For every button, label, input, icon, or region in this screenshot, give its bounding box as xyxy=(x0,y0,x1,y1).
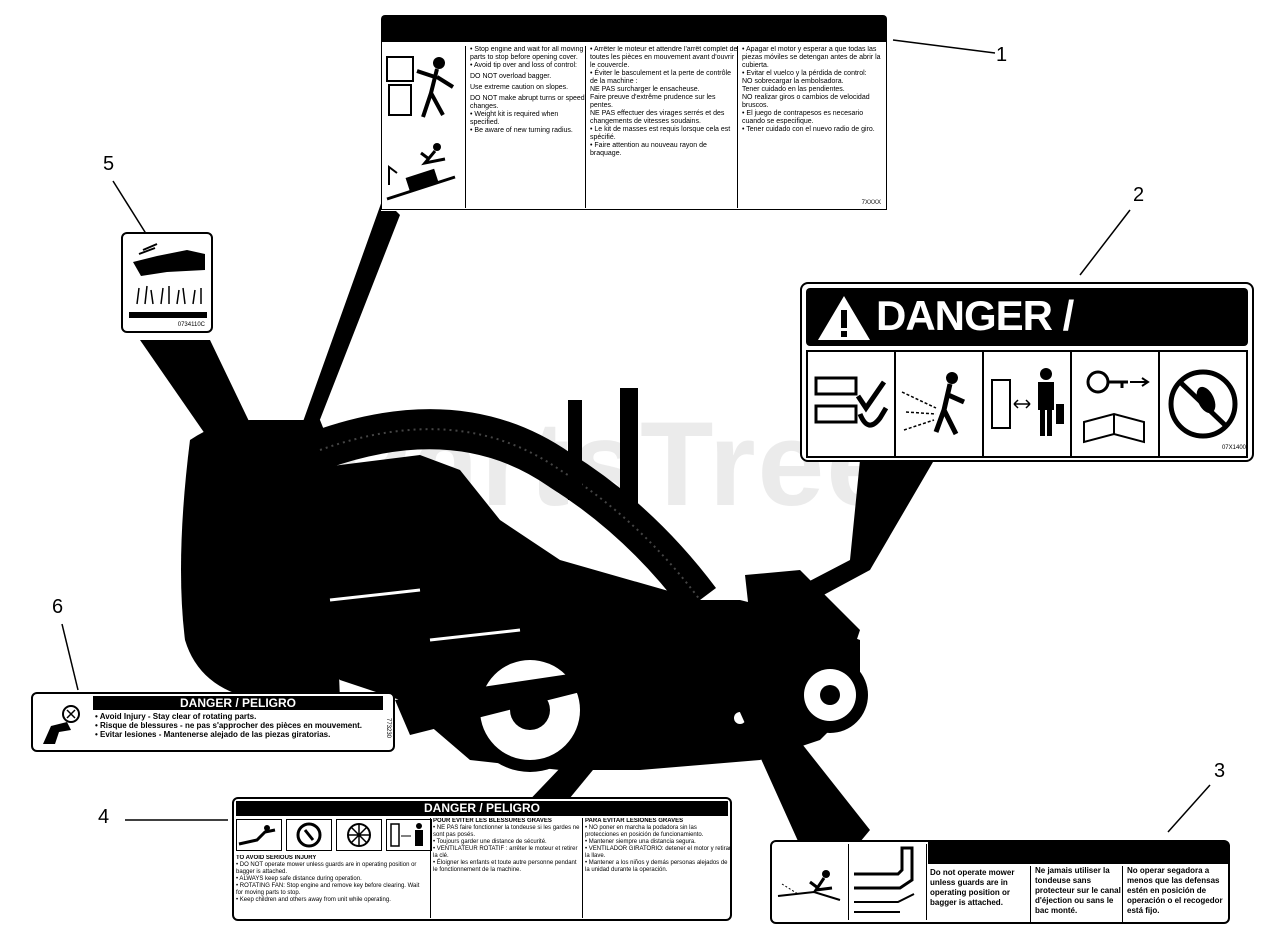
label-2-danger-header: DANGER / PELIGRO xyxy=(806,288,1248,387)
label-1-fr-line: NE PAS surcharger le ensacheuse. xyxy=(590,86,700,93)
label-1-en-line: • Avoid tip over and loss of control: xyxy=(470,62,577,69)
label-1-spanish-column: • Apagar el motor y esperar a que todas … xyxy=(737,46,888,208)
callout-1: 1 xyxy=(996,44,1008,66)
fan-hand-icon xyxy=(286,819,332,851)
label-1-en-line: • Be aware of new turning radius. xyxy=(470,127,573,134)
label-4-french-column: POUR ÉVITER LES BLESSURES GRAVES • NE PA… xyxy=(430,818,581,918)
label-6-title: DANGER / PELIGRO xyxy=(179,696,296,710)
chute-guard-icon xyxy=(850,844,927,920)
label-4-en-line: • Keep children and others away from uni… xyxy=(236,897,391,903)
label-1-es-line: • Evitar el vuelco y la pérdida de contr… xyxy=(742,70,867,77)
label-5-part-number: 0734110C xyxy=(177,322,205,328)
label-4-fr-line: • NE PAS faire fonctionner la tondeuse s… xyxy=(433,825,580,838)
label-3-guard-warning: Do not operate mower unless guards are i… xyxy=(770,840,1230,924)
label-1-fr-line: • Éviter le basculement et la perte de c… xyxy=(590,70,731,85)
label-1-es-line: NO realizar giros o cambios de velocidad… xyxy=(742,94,870,109)
keep-distance-icon xyxy=(386,819,432,851)
thrown-object-icon xyxy=(896,352,984,456)
label-6-line: • Evitar lesiones - Mantenerse alejado d… xyxy=(95,730,331,739)
label-1-es-line: Tener cuidado en las pendientes. xyxy=(742,86,845,93)
label-2-title: DANGER / PELIGRO xyxy=(876,292,1074,387)
label-6-text: • Avoid Injury - Stay clear of rotating … xyxy=(95,712,385,739)
label-4-serious-injury-danger: DANGER / PELIGRO TO AVOID SERIOUS INJURY… xyxy=(232,797,732,921)
label-1-es-line: NO sobrecargar la embolsadora. xyxy=(742,78,844,85)
label-1-fr-line: • Faire attention au nouveau rayon de br… xyxy=(590,142,707,157)
label-1-en-line: • Stop engine and wait for all moving pa… xyxy=(470,46,584,61)
label-4-fr-line: • VENTILATEUR ROTATIF : arrêter le moteu… xyxy=(433,846,578,859)
callout-3: 3 xyxy=(1214,760,1226,782)
no-step-icon xyxy=(1160,352,1246,456)
label-2-danger-pictograms: DANGER / PELIGRO 07X1400 xyxy=(800,282,1254,462)
label-4-fr-line: • Éloigner les enfants et toute autre pe… xyxy=(433,860,577,873)
chute-icon xyxy=(236,819,282,851)
callout-4: 4 xyxy=(98,806,110,828)
label-1-es-line: • El juego de contrapesos es necesario c… xyxy=(742,110,864,125)
label-4-es-line: • Mantener siempre una distancia segura. xyxy=(585,839,696,845)
label-4-es-line: • Mantener a los niños y demás personas … xyxy=(585,860,728,873)
callout-6: 6 xyxy=(52,596,64,618)
label-1-header-bar xyxy=(381,15,887,42)
label-4-en-line: • DO NOT operate mower unless guards are… xyxy=(236,862,417,875)
label-1-fr-line: • Le kit de masses est requis lorsque ce… xyxy=(590,126,731,141)
label-4-es-line: • NO poner en marcha la podadora sin las… xyxy=(585,825,704,838)
callout-5: 5 xyxy=(103,153,115,175)
rotating-wheel-icon xyxy=(336,819,382,851)
label-1-fr-line: NE PAS effectuer des virages serrés et d… xyxy=(590,110,725,125)
hot-surface-hand-icon xyxy=(133,243,205,305)
label-4-fr-line: • Toujours garder une distance de sécuri… xyxy=(433,839,547,845)
label-1-en-line: Use extreme caution on slopes. xyxy=(470,84,569,91)
label-1-en-line: DO NOT overload bagger. xyxy=(470,73,552,80)
rotating-fan-hand-icon xyxy=(43,705,80,744)
label-1-bagger-warning: • Stop engine and wait for all moving pa… xyxy=(381,15,887,211)
label-4-english-column: TO AVOID SERIOUS INJURY • DO NOT operate… xyxy=(236,855,426,917)
label-4-en-line: • ROTATING FAN: Stop engine and remove k… xyxy=(236,883,420,896)
thrown-object-icon xyxy=(774,844,849,920)
label-1-french-column: • Arrêter le moteur et attendre l'arrêt … xyxy=(585,46,738,208)
callout-2: 2 xyxy=(1133,184,1145,206)
label-3-header-bar xyxy=(928,842,1228,864)
label-1-fr-line: Faire preuve d'extrême prudence sur les … xyxy=(590,94,716,109)
keep-distance-icon xyxy=(984,352,1072,456)
label-4-spanish-column: PARA EVITAR LESIONES GRAVES • NO poner e… xyxy=(582,818,731,918)
label-1-part-number: 7XXXX xyxy=(861,200,881,206)
hand-in-bagger-icon xyxy=(386,56,455,118)
label-4-fr-heading: POUR ÉVITER LES BLESSURES GRAVES xyxy=(433,818,552,824)
label-4-title: DANGER / PELIGRO xyxy=(423,801,540,815)
label-1-english-column: • Stop engine and wait for all moving pa… xyxy=(465,46,586,208)
label-4-es-heading: PARA EVITAR LESIONES GRAVES xyxy=(585,818,684,824)
label-4-es-line: • VENTILADOR GIRATORIO: detener el motor… xyxy=(585,846,731,859)
label-5-hot-surface: 0734110C xyxy=(121,232,213,333)
label-6-line: • Risque de blessures - ne pas s'approch… xyxy=(95,721,363,730)
label-3-spanish-text: No operar segadora a menos que las defen… xyxy=(1122,866,1231,924)
tipover-on-slope-icon xyxy=(386,143,456,201)
label-3-french-text: Ne jamais utiliser la tondeuse sans prot… xyxy=(1030,866,1127,924)
label-2-part-number: 07X1400 xyxy=(1221,445,1246,451)
label-4-en-heading: TO AVOID SERIOUS INJURY xyxy=(236,855,317,861)
warning-triangle-icon xyxy=(818,296,870,340)
label-1-es-line: • Tener cuidado con el nuevo radio de gi… xyxy=(742,126,875,133)
remove-key-manual-icon xyxy=(1072,352,1160,456)
label-6-line: • Avoid Injury - Stay clear of rotating … xyxy=(95,712,257,721)
label-4-en-line: • ALWAYS keep safe distance during opera… xyxy=(236,876,362,882)
label-6-part-number: 773230 xyxy=(385,718,391,739)
label-1-en-line: • Weight kit is required when specified. xyxy=(470,111,559,126)
read-manual-bagger-icon xyxy=(808,352,896,456)
label-3-english-text: Do not operate mower unless guards are i… xyxy=(930,868,1015,907)
label-6-rotating-parts-danger: DANGER / PELIGRO • Avoid Injury - Stay c… xyxy=(31,692,395,752)
label-1-fr-line: • Arrêter le moteur et attendre l'arrêt … xyxy=(590,46,738,69)
label-1-es-line: • Apagar el motor y esperar a que todas … xyxy=(742,46,881,69)
label-1-en-line: DO NOT make abrupt turns or speed change… xyxy=(470,95,585,110)
